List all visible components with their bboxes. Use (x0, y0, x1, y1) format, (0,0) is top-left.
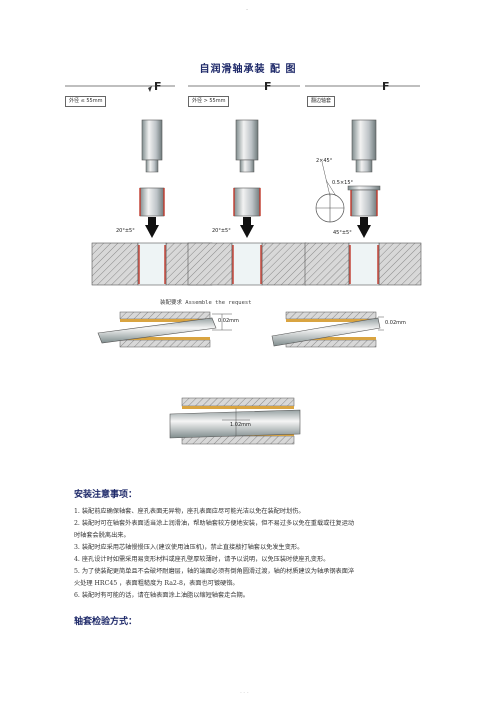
force-label-2: F (264, 80, 272, 93)
angle-label-3: 45°±5° (333, 230, 352, 236)
list-item: 火处理 HRC45 ，表面粗糙度为 Ra2-8，表面也可镀硬铬。 (74, 580, 239, 587)
angle-label-2: 20°±5° (212, 228, 231, 234)
down-arrow-icon (145, 225, 159, 238)
panel-3-label: 翻边轴套 (307, 96, 336, 107)
bushing (139, 187, 165, 217)
list-item: 2. 装配时可在轴套外表面适当涂上润滑油，帮助轴套较方便地安装，但不易过多以免在… (74, 520, 355, 527)
panel-1-label: 外径 ≤ 55mm (65, 96, 107, 107)
page-top-mark: - (246, 6, 249, 13)
list-item: 1. 装配前应确保轴套、座孔表面无异物，座孔表面应尽可能光洁以免在装配时划伤。 (74, 508, 305, 515)
down-arrow-icon (357, 225, 371, 238)
press-ram (141, 119, 163, 161)
chamfer-label-2: 0.5×15° (332, 180, 354, 186)
install-notes: 1. 装配前应确保轴套、座孔表面无异物，座孔表面应尽可能光洁以免在装配时划伤。 … (74, 506, 434, 602)
panel-2-label: 外径 > 55mm (188, 96, 230, 107)
gap-label-1: 0.02mm (218, 318, 239, 324)
assembly-caption: 装配要求 Assemble the request (160, 300, 252, 306)
panel-2 (187, 85, 307, 286)
inspection-figure-3 (169, 397, 301, 445)
angle-label-1: 20°±5° (116, 228, 135, 234)
chamfer-label-1: 2×45° (316, 158, 333, 164)
gap-label-3: 1.02mm (230, 422, 251, 428)
force-label-1: F (154, 80, 162, 93)
list-item: 6. 装配时有可能的话，请在轴表面涂上油脂以缩短轴套走合期。 (74, 592, 249, 599)
list-item: 时轴套会脱离出来。 (74, 532, 130, 539)
panel-3 (304, 85, 422, 286)
gap-label-2: 0.02mm (385, 320, 406, 326)
page-title: 自润滑轴承装 配 图 (199, 64, 297, 75)
install-heading: 安装注意事项： (74, 490, 138, 500)
inspection-figure-2 (271, 311, 384, 348)
inspection-figure-1 (97, 311, 232, 348)
page-footer: - - - (240, 690, 249, 696)
list-item: 4. 座孔设计时如需采用易变形材料或座孔壁厚较薄时，请予以说明，以免压装时使座孔… (74, 556, 330, 563)
force-label-3: F (382, 80, 390, 93)
list-item: 3. 装配时应采用芯轴慢慢压入(建议使用油压机)，禁止直接敲打轴套以免发生变形。 (74, 544, 304, 551)
inspection-heading: 轴套检验方式： (74, 617, 138, 627)
assembly-diagram (65, 85, 422, 445)
down-arrow-icon (240, 225, 254, 238)
list-item: 5. 为了使装配更简单且不会破坏耐磨层，轴的端面必须有倒角圆滑过渡，轴的材质建议… (74, 568, 355, 575)
